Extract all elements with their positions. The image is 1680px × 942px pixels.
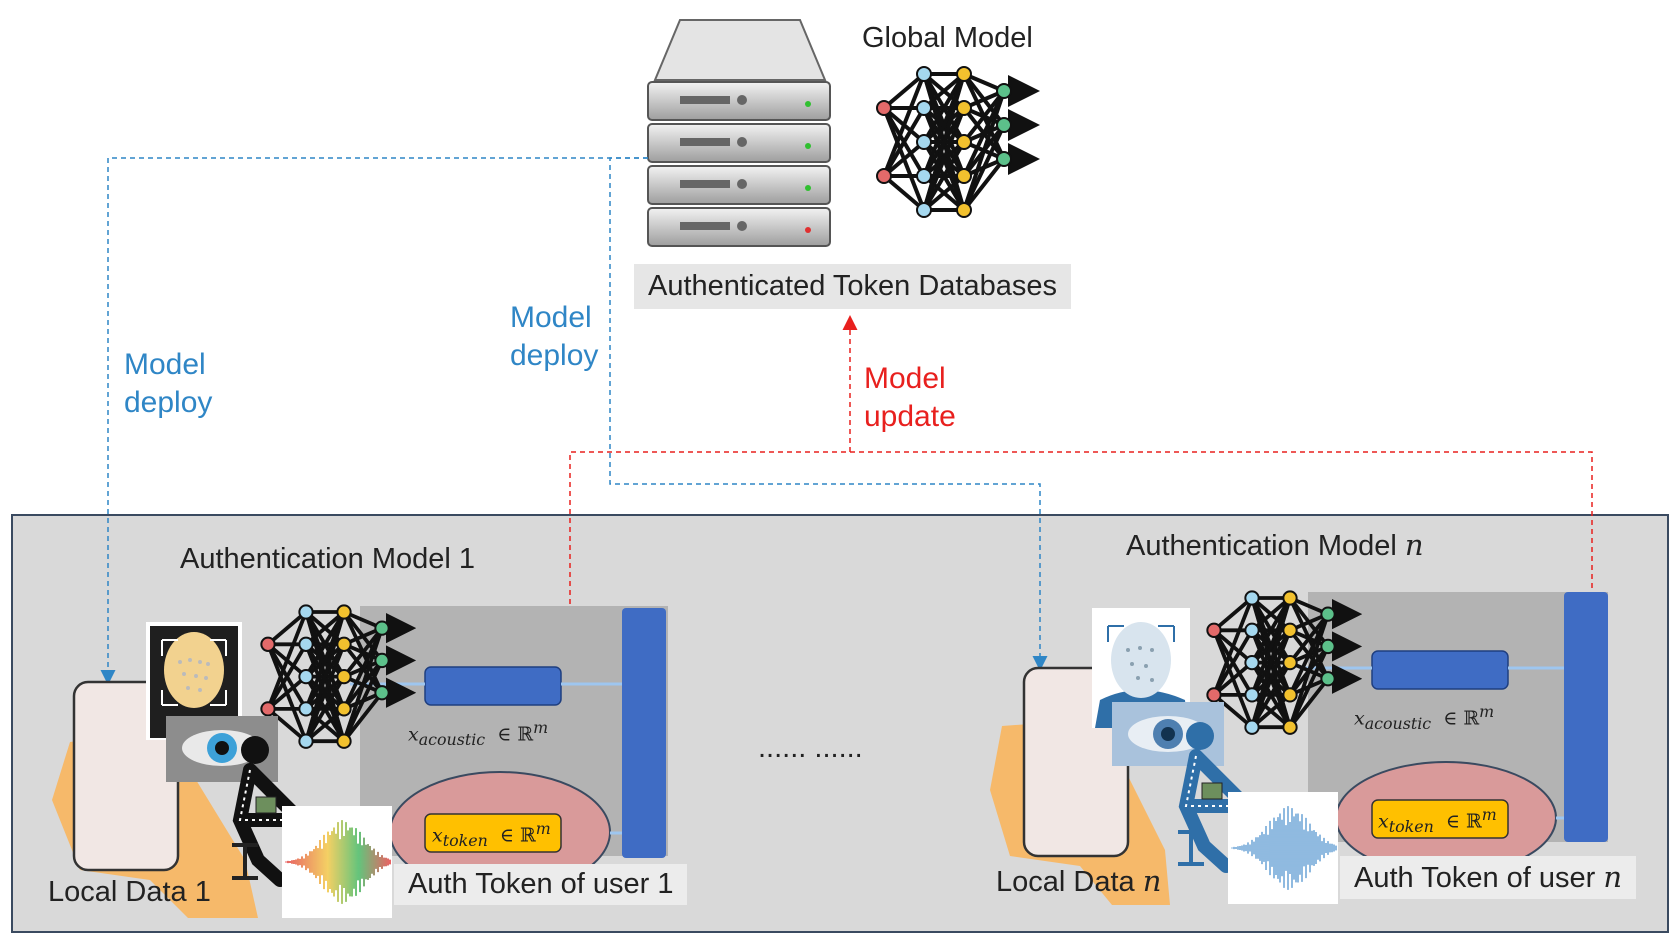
acoustic-vector-label: xacoustic ∈ ℝm bbox=[408, 718, 549, 750]
auth-model-1-title: Authentication Model 1 bbox=[180, 543, 476, 575]
token-database-label: Authenticated Token Databases bbox=[634, 264, 1071, 309]
neural-network-icon bbox=[260, 604, 417, 749]
auth-model-n-title: Authentication Model n bbox=[1126, 528, 1424, 562]
auth-token-user-n-label: Auth Token of user n bbox=[1340, 856, 1637, 899]
more-clients-ellipsis: ...... ...... bbox=[758, 732, 863, 764]
auth-token-user-1-label: Auth Token of user 1 bbox=[394, 864, 688, 905]
client-n bbox=[990, 590, 1608, 905]
token-box bbox=[1371, 799, 1509, 839]
acoustic-embedding-block bbox=[424, 666, 562, 706]
client-1 bbox=[52, 604, 668, 918]
eye-icon bbox=[166, 716, 278, 782]
token-vector-label: xtoken ∈ ℝm bbox=[432, 819, 551, 851]
server-stack-icon bbox=[647, 19, 831, 247]
local-data-1-label: Local Data 1 bbox=[48, 876, 211, 908]
blue-output-block bbox=[1564, 592, 1608, 842]
acoustic-embedding-block bbox=[1371, 650, 1509, 690]
blue-output-block bbox=[622, 608, 666, 858]
neural-network-icon bbox=[1206, 590, 1363, 735]
audio-waveform-icon bbox=[1228, 792, 1338, 904]
token-box bbox=[424, 813, 562, 853]
local-data-n-label: Local Data n bbox=[996, 864, 1162, 898]
global-model-title: Global Model bbox=[862, 22, 1033, 54]
gait-skeleton-icon bbox=[1178, 722, 1293, 873]
audio-waveform-icon bbox=[282, 806, 392, 918]
token-vector-label: xtoken ∈ ℝm bbox=[1378, 805, 1497, 837]
acoustic-vector-label: xacoustic ∈ ℝm bbox=[1354, 702, 1495, 734]
neural-network-icon bbox=[876, 66, 1040, 218]
